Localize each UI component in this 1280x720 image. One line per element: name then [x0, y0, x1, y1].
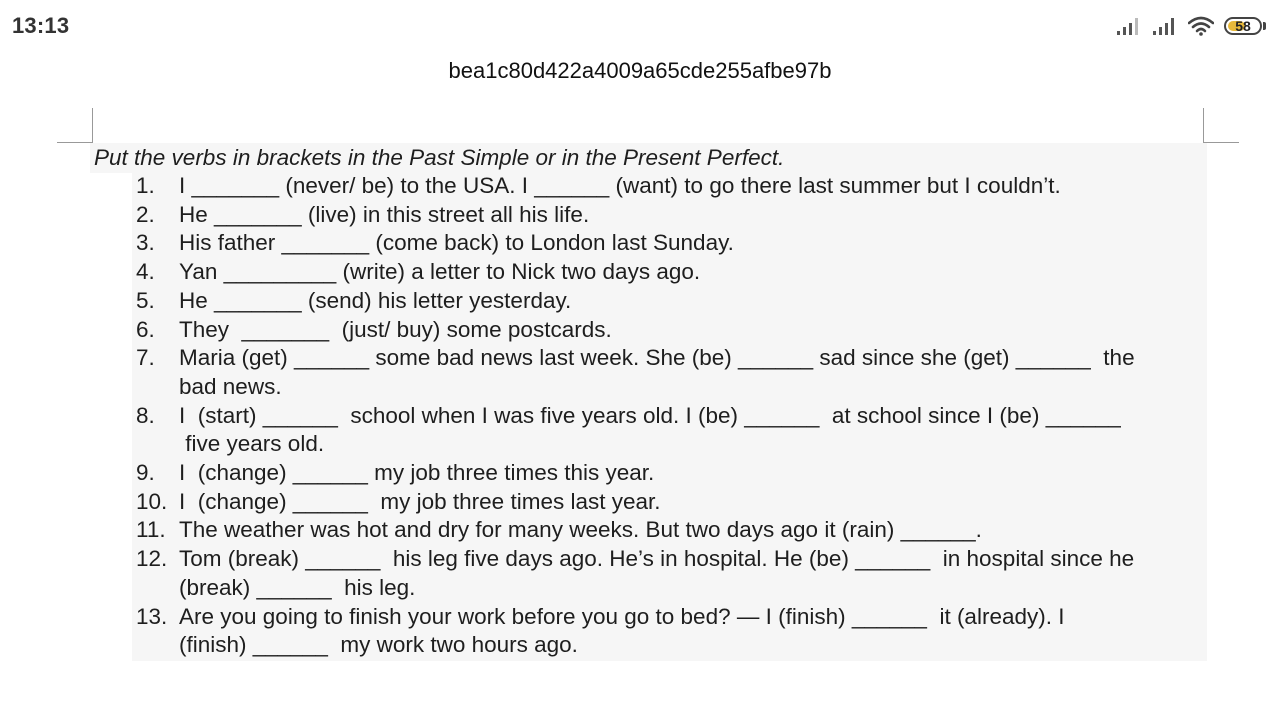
list-item: 13. Are you going to finish your work bef… — [136, 603, 1208, 660]
battery-icon: 58 — [1224, 16, 1268, 36]
list-item: 6. They _______ (just/ buy) some postcard… — [136, 316, 1208, 345]
list-item-number: 1. — [136, 173, 155, 198]
list-item-number: 6. — [136, 316, 155, 342]
cellular-signal-icon — [1152, 16, 1178, 36]
list-item: 9. I (change) ______ my job three times t… — [136, 459, 1208, 488]
list-item-text: His father _______ (come back) to London… — [179, 230, 734, 256]
list-item-text: They _______ (just/ buy) some postcards. — [179, 316, 612, 342]
status-bar: 13:13 — [0, 0, 1280, 52]
exercise-instruction: Put the verbs in brackets in the Past Si… — [90, 143, 1207, 173]
list-item: 1. I _______ (never/ be) to the USA. I __… — [136, 172, 1208, 201]
list-item: 12. Tom (break) ______ his leg five days … — [136, 545, 1208, 602]
list-item-number: 13. — [136, 603, 168, 629]
crop-mark-top-left-vertical — [92, 108, 93, 143]
list-item: 7. Maria (get) ______ some bad news last … — [136, 344, 1208, 401]
list-item: 2. He _______ (live) in this street all h… — [136, 201, 1208, 230]
crop-mark-top-right-vertical — [1203, 108, 1204, 143]
clock: 13:13 — [12, 13, 70, 38]
list-item-number: 9. — [136, 460, 155, 486]
list-item-text: I (start) ______ school when I was five … — [179, 402, 1121, 457]
wifi-icon — [1188, 16, 1214, 36]
list-item-text: I (change) ______ my job three times thi… — [179, 460, 655, 486]
list-item-number: 11. — [136, 517, 166, 543]
list-item-text: Maria (get) ______ some bad news last we… — [179, 345, 1135, 399]
list-item-text: I _______ (never/ be) to the USA. I ____… — [179, 173, 1061, 198]
battery-level-fill — [1228, 21, 1246, 31]
list-item: 8. I (start) ______ school when I was fiv… — [136, 402, 1208, 459]
cellular-signal-icon — [1116, 16, 1142, 36]
list-item-text: He _______ (live) in this street all his… — [179, 201, 590, 227]
list-item-number: 7. — [136, 345, 155, 371]
document-title: bea1c80d422a4009a65cde255afbe97b — [448, 58, 832, 83]
list-item: 5. He _______ (send) his letter yesterday… — [136, 287, 1208, 316]
list-item-number: 2. — [136, 201, 155, 227]
list-item-text: Tom (break) ______ his leg five days ago… — [179, 546, 1135, 600]
list-item: 11. The weather was hot and dry for many … — [136, 516, 1208, 545]
list-item: 3. His father _______ (come back) to Lond… — [136, 229, 1208, 258]
list-item-number: 5. — [136, 287, 155, 313]
list-item-number: 10. — [136, 488, 168, 514]
status-icons: 58 — [1116, 14, 1268, 38]
list-item-number: 3. — [136, 230, 155, 256]
battery-percentage: 58 — [1235, 18, 1251, 34]
list-item-text: Are you going to finish your work before… — [179, 603, 1065, 658]
list-item-number: 4. — [136, 259, 155, 285]
list-item-text: I (change) ______ my job three times las… — [179, 488, 661, 514]
list-item-number: 12. — [136, 546, 168, 572]
document-page — [132, 172, 1207, 661]
crop-mark-top-left-horizontal — [57, 142, 93, 143]
list-item: 10. I (change) ______ my job three times … — [136, 488, 1208, 517]
exercise-list: 1. I _______ (never/ be) to the USA. I __… — [136, 172, 1208, 660]
list-item: 4. Yan _________ (write) a letter to Nick… — [136, 258, 1208, 287]
list-item-number: 8. — [136, 402, 155, 428]
list-item-text: He _______ (send) his letter yesterday. — [179, 287, 572, 313]
list-item-text: Yan _________ (write) a letter to Nick t… — [179, 259, 701, 285]
crop-mark-top-right-horizontal — [1203, 142, 1239, 143]
list-item-text: The weather was hot and dry for many wee… — [179, 517, 982, 543]
